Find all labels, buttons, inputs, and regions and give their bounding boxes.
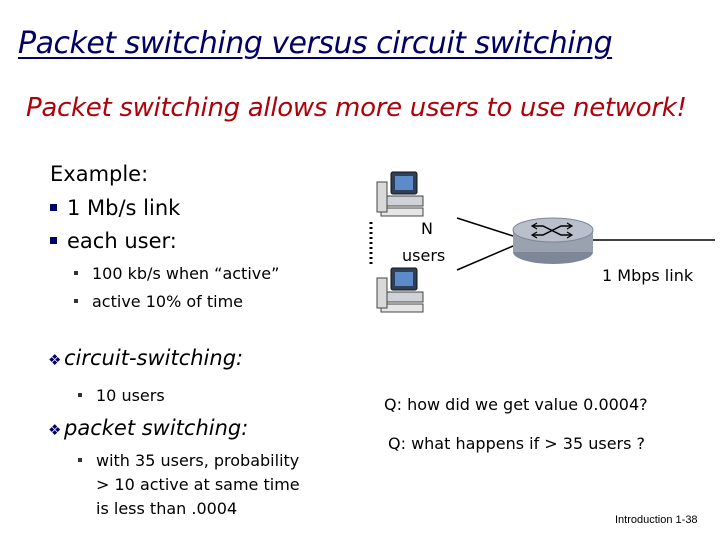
network-diagram — [369, 171, 715, 313]
diagram-users-label: users — [402, 246, 446, 265]
circuit-heading: ❖circuit-switching: — [48, 346, 243, 370]
example-item: each user: — [50, 229, 177, 253]
diagram-n-label: N — [421, 219, 433, 238]
bullet-icon — [74, 270, 78, 275]
desktop-computer-icon — [376, 171, 424, 217]
circuit-item-text: 10 users — [96, 386, 165, 405]
question-text: Q: what happens if > 35 users ? — [388, 434, 646, 453]
packet-heading-text: packet switching: — [64, 416, 249, 440]
diagram-link-label: 1 Mbps link — [602, 266, 694, 285]
question-text: Q: how did we get value 0.0004? — [384, 395, 648, 414]
bullet-icon — [50, 203, 57, 211]
packet-item: with 35 users, probability — [78, 451, 299, 470]
circuit-item: 10 users — [78, 386, 165, 405]
packet-item-line: > 10 active at same time — [96, 475, 300, 494]
example-item-text: each user: — [67, 229, 177, 253]
example-item-text: 1 Mb/s link — [67, 196, 181, 220]
example-subitem: active 10% of time — [74, 292, 243, 311]
bullet-icon — [78, 392, 82, 397]
example-item: 1 Mb/s link — [50, 196, 180, 220]
slide-footer: Introduction 1-38 — [615, 514, 698, 526]
bullet-icon — [78, 457, 82, 462]
circuit-heading-text: circuit-switching: — [64, 346, 244, 370]
packet-item-line: with 35 users, probability — [96, 451, 300, 470]
desktop-computer-icon — [376, 267, 424, 313]
example-heading: Example: — [50, 162, 149, 186]
example-subitem: 100 kb/s when “active” — [74, 264, 279, 283]
bullet-icon — [50, 236, 57, 244]
example-subitem-text: 100 kb/s when “active” — [92, 264, 280, 283]
bullet-check-icon: ❖ — [48, 351, 62, 369]
router-icon — [512, 217, 594, 264]
bullet-check-icon: ❖ — [48, 421, 62, 439]
bullet-icon — [74, 298, 78, 303]
slide-title: Packet switching versus circuit switchin… — [18, 26, 613, 61]
packet-heading: ❖packet switching: — [48, 416, 248, 440]
example-subitem-text: active 10% of time — [92, 292, 244, 311]
slide-subtitle: Packet switching allows more users to us… — [26, 93, 687, 123]
packet-item-line: is less than .0004 — [96, 499, 238, 518]
